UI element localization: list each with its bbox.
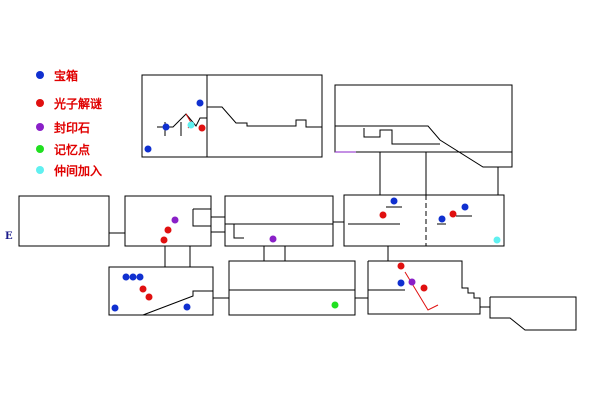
treasure-chest-marker[interactable]: [144, 145, 152, 153]
legend-item-memory-point: 记忆点: [36, 140, 90, 158]
room-b: [334, 84, 513, 153]
seal-stone-marker[interactable]: [171, 216, 179, 224]
legend-label: 仲间加入: [54, 163, 103, 178]
treasure-markers: [111, 99, 469, 312]
room-g: [228, 260, 356, 316]
treasure-chest-marker[interactable]: [162, 123, 170, 131]
room-b-inner: [363, 128, 440, 145]
room-entrance: [18, 195, 110, 247]
photon-puzzle-marker[interactable]: [145, 293, 153, 301]
legend-item-photon-puzzle: 光子解谜: [36, 94, 102, 112]
companion-join-dot-icon: [36, 166, 44, 174]
treasure-chest-marker[interactable]: [461, 203, 469, 211]
room-d: [224, 195, 334, 247]
companion-join-marker[interactable]: [493, 236, 501, 244]
legend-item-treasure: 宝箱: [36, 66, 78, 84]
photon-puzzle-marker[interactable]: [397, 262, 405, 270]
treasure-chest-marker[interactable]: [438, 215, 446, 223]
seal-stone-marker[interactable]: [269, 235, 277, 243]
treasure-chest-marker[interactable]: [196, 99, 204, 107]
treasure-chest-dot-icon: [36, 71, 44, 79]
photon-puzzle-marker[interactable]: [379, 211, 387, 219]
puzzle-markers: [139, 124, 457, 301]
treasure-chest-marker[interactable]: [136, 273, 144, 281]
room-c-inner: [192, 209, 211, 227]
room-d-inner: [233, 224, 244, 239]
room-a-corridor: [207, 106, 322, 128]
seal-stone-dot-icon: [36, 123, 44, 131]
legend-label: 光子解谜: [54, 96, 103, 111]
photon-puzzle-dot-icon: [36, 99, 44, 107]
companion-markers: [187, 121, 501, 244]
photon-puzzle-marker[interactable]: [449, 210, 457, 218]
legend-label: 宝箱: [54, 68, 79, 83]
seal-markers: [171, 216, 416, 286]
treasure-chest-marker[interactable]: [129, 273, 137, 281]
room-h: [367, 260, 481, 315]
treasure-chest-marker[interactable]: [390, 197, 398, 205]
photon-puzzle-marker[interactable]: [160, 236, 168, 244]
room-c: [124, 195, 212, 247]
puzzle-line: [404, 271, 439, 311]
photon-puzzle-marker[interactable]: [164, 226, 172, 234]
legend-label: 封印石: [54, 120, 91, 135]
room-a: [141, 74, 323, 158]
legend-item-companion-join: 仲间加入: [36, 161, 102, 179]
map-walls: [18, 74, 577, 331]
room-i: [489, 296, 577, 331]
treasure-chest-marker[interactable]: [122, 273, 130, 281]
photon-puzzle-marker[interactable]: [420, 284, 428, 292]
treasure-chest-marker[interactable]: [111, 304, 119, 312]
legend-item-seal-stone: 封印石: [36, 118, 90, 136]
legend-label: 记忆点: [54, 142, 91, 157]
seal-stone-marker[interactable]: [408, 278, 416, 286]
treasure-chest-marker[interactable]: [183, 303, 191, 311]
photon-puzzle-marker[interactable]: [139, 285, 147, 293]
memory-point-dot-icon: [36, 145, 44, 153]
photon-puzzle-marker[interactable]: [198, 124, 206, 132]
entrance-label: E: [5, 231, 13, 242]
treasure-chest-marker[interactable]: [397, 279, 405, 287]
room-a-inner: [157, 113, 207, 128]
room-b-slope: [335, 125, 513, 168]
room-f-slope: [142, 290, 213, 316]
room-e: [343, 194, 505, 247]
companion-join-marker[interactable]: [187, 121, 195, 129]
memory-point-marker[interactable]: [331, 301, 339, 309]
